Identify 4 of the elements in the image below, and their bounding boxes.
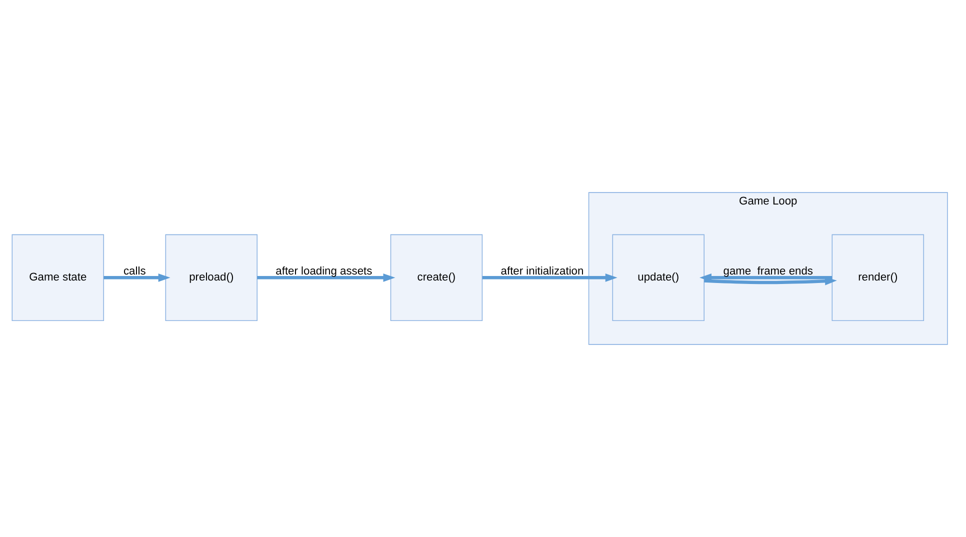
edge-label: calls [124,266,146,278]
edge-label: after initialization [500,266,584,278]
edge-label: after loading assets [276,266,372,278]
edge-label: game frame ends [723,266,813,278]
